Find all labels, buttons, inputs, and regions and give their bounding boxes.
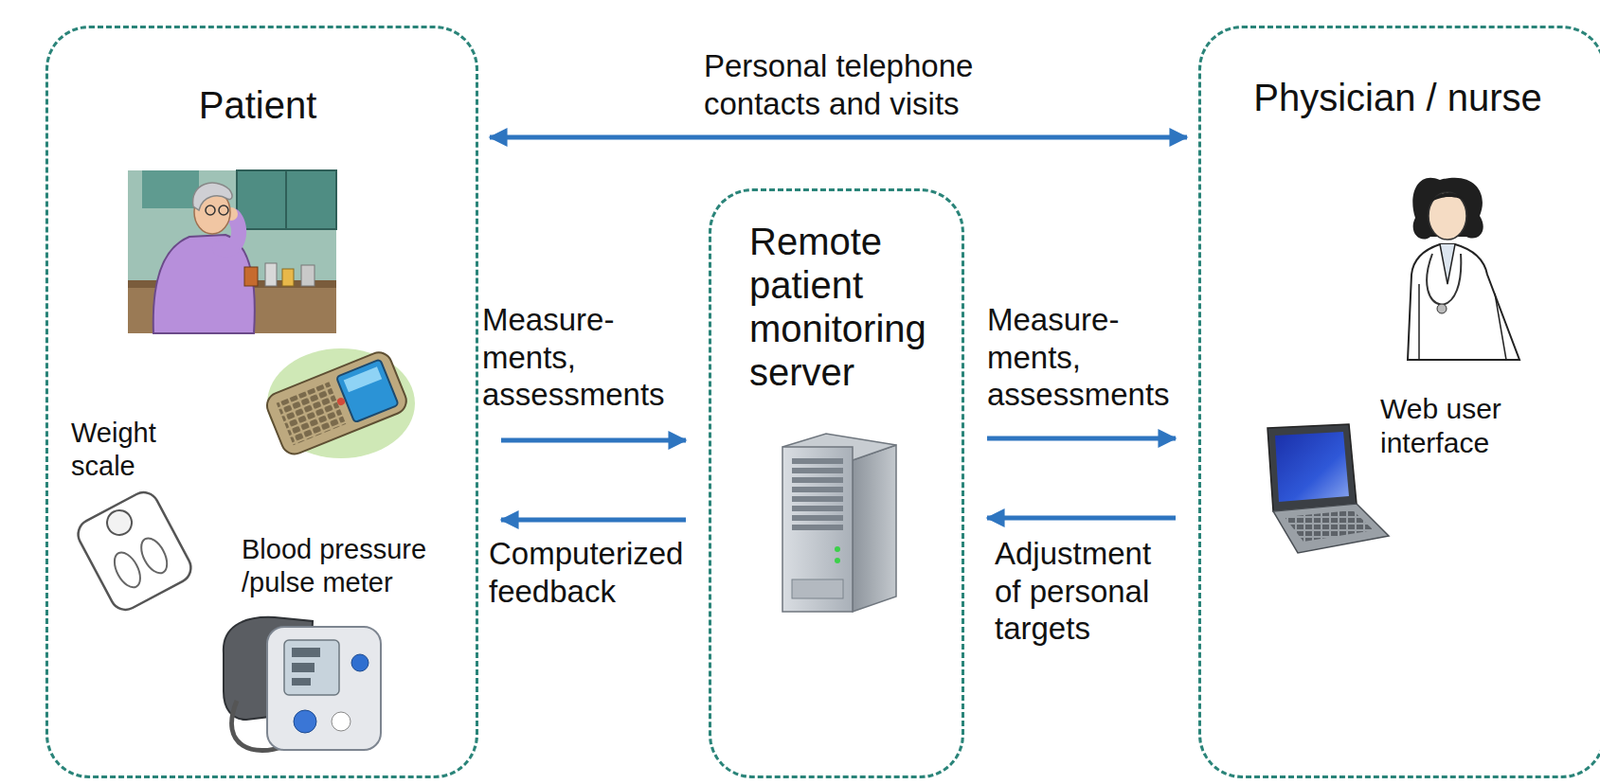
laptop-icon bbox=[1267, 424, 1389, 554]
connector-arrow bbox=[987, 436, 1176, 442]
group-box: Remote patient monitoring server bbox=[708, 188, 965, 779]
edge-label: Adjustment of personal targets bbox=[994, 535, 1170, 648]
edge-label: Measure- ments, assessments bbox=[987, 301, 1177, 414]
mobile-phone bbox=[263, 348, 415, 459]
weight-scale bbox=[72, 486, 197, 615]
device-label: Weight scale bbox=[71, 416, 166, 484]
box-title: Remote patient monitoring server bbox=[749, 219, 953, 395]
device-label: Blood pressure /pulse meter bbox=[241, 533, 441, 600]
patient-illustration bbox=[127, 170, 337, 334]
physician-illustration bbox=[1407, 178, 1520, 360]
group-box: Patient bbox=[45, 25, 479, 779]
connector-arrow bbox=[987, 516, 1176, 522]
blood-pressure-meter bbox=[223, 617, 381, 752]
box-title: Physician / nurse bbox=[1201, 75, 1595, 120]
edge-label: Computerized feedback bbox=[488, 535, 702, 611]
box-title: Patient bbox=[48, 83, 468, 127]
edge-label: Personal telephone contacts and visits bbox=[703, 47, 1007, 123]
device-label: Web user interface bbox=[1380, 392, 1532, 461]
connector-arrow bbox=[501, 438, 686, 444]
server-icon bbox=[782, 433, 897, 612]
connector-arrow bbox=[501, 518, 686, 523]
connector-arrow bbox=[489, 135, 1187, 141]
edge-label: Measure- ments, assessments bbox=[482, 301, 672, 414]
